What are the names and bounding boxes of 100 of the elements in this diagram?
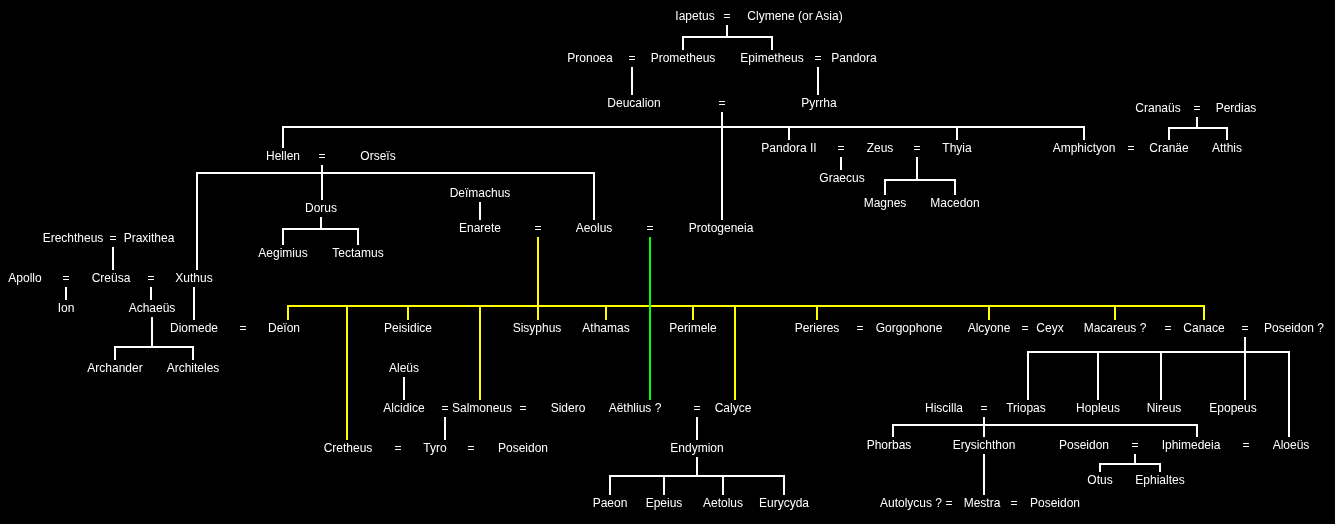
marriage-sign: = xyxy=(534,221,542,235)
person-name: Erechtheus xyxy=(42,231,104,245)
person-name: Aetolus xyxy=(703,496,743,510)
person-name: Thyia xyxy=(942,141,972,155)
marriage-sign: = xyxy=(109,231,117,245)
marriage-sign: = xyxy=(239,321,247,335)
person-name: Aegimius xyxy=(258,246,308,260)
family-line xyxy=(1244,336,1290,438)
person-name: Poseidon xyxy=(1059,438,1109,452)
family-line xyxy=(840,156,842,171)
person-name: Protogeneia xyxy=(688,221,754,235)
family-line xyxy=(65,286,67,301)
person-name: Hiscilla xyxy=(925,401,963,415)
person-name: Prometheus xyxy=(650,51,716,65)
marriage-sign: = xyxy=(723,9,731,23)
person-name: Sisyphus xyxy=(512,321,562,335)
marriage-sign: = xyxy=(1193,101,1201,115)
person-name: Ion xyxy=(57,301,75,315)
person-name: Phorbas xyxy=(866,438,912,452)
person-name: Calyce xyxy=(714,401,752,415)
family-line xyxy=(726,24,773,51)
person-name: Poseidon ? xyxy=(1264,321,1324,335)
person-name: Macareus ? xyxy=(1083,321,1147,335)
marriage-sign: = xyxy=(980,401,988,415)
person-name: Achaeüs xyxy=(128,301,176,315)
family-line xyxy=(321,164,595,221)
marriage-sign: = xyxy=(1127,141,1135,155)
person-name: Aeolus xyxy=(575,221,613,235)
family-line xyxy=(193,286,195,321)
person-name: Aloeüs xyxy=(1272,438,1310,452)
person-name: Autolycus ? xyxy=(880,496,942,510)
marriage-sign: = xyxy=(318,149,326,163)
marriage-sign: = xyxy=(1164,321,1172,335)
family-line xyxy=(479,201,481,221)
person-name: Aëthlius ? xyxy=(608,401,662,415)
person-name: Deïmachus xyxy=(449,186,511,200)
family-line xyxy=(1134,453,1161,473)
person-name: Orseïs xyxy=(360,149,396,163)
marriage-sign: = xyxy=(856,321,864,335)
marriage-sign: = xyxy=(718,96,726,110)
family-line xyxy=(721,111,723,221)
marriage-sign: = xyxy=(1131,438,1139,452)
person-name: Dorus xyxy=(305,201,337,215)
person-name: Iapetus xyxy=(675,9,715,23)
person-name: Tectamus xyxy=(332,246,384,260)
person-name: Poseidon xyxy=(1030,496,1080,510)
person-name: Perimele xyxy=(669,321,717,335)
person-name: Epeius xyxy=(645,496,683,510)
family-line xyxy=(817,66,819,96)
family-line xyxy=(696,456,785,496)
person-name: Amphictyon xyxy=(1052,141,1116,155)
marriage-sign: = xyxy=(837,141,845,155)
person-name: Pandora xyxy=(831,51,877,65)
person-name: Ceyx xyxy=(1036,321,1064,335)
marriage-sign: = xyxy=(646,221,654,235)
person-name: Nireus xyxy=(1146,401,1182,415)
marriage-sign: = xyxy=(519,401,527,415)
person-name: Praxithea xyxy=(123,231,175,245)
person-name: Atthis xyxy=(1212,141,1242,155)
person-name: Diomede xyxy=(170,321,218,335)
person-name: Aleüs xyxy=(389,361,419,375)
person-name: Archander xyxy=(87,361,143,375)
family-line xyxy=(320,216,359,246)
person-name: Paeon xyxy=(592,496,628,510)
person-name: Architeles xyxy=(166,361,220,375)
marriage-sign: = xyxy=(814,51,822,65)
person-name: Xuthus xyxy=(175,271,213,285)
marriage-sign: = xyxy=(394,441,402,455)
person-name: Pyrrha xyxy=(801,96,837,110)
person-name: Clymene (or Asia) xyxy=(747,9,843,23)
marriage-sign: = xyxy=(1010,496,1018,510)
person-name: Erysichthon xyxy=(952,438,1016,452)
marriage-sign: = xyxy=(441,401,449,415)
marriage-sign: = xyxy=(62,271,70,285)
person-name: Ephialtes xyxy=(1135,473,1185,487)
person-name: Gorgophone xyxy=(875,321,943,335)
marriage-sign: = xyxy=(1242,438,1250,452)
person-name: Macedon xyxy=(930,196,980,210)
person-name: Salmoneus xyxy=(452,401,512,415)
person-name: Hellen xyxy=(266,149,300,163)
family-line xyxy=(151,316,194,361)
person-name: Alcyone xyxy=(967,321,1011,335)
person-name: Cranaüs xyxy=(1135,101,1181,115)
person-name: Epimetheus xyxy=(740,51,804,65)
person-name: Athamas xyxy=(582,321,630,335)
marriage-sign: = xyxy=(628,51,636,65)
family-line xyxy=(403,376,405,401)
person-name: Eurycyda xyxy=(759,496,809,510)
person-name: Alcidice xyxy=(383,401,425,415)
person-name: Perdias xyxy=(1215,101,1257,115)
family-line xyxy=(150,286,152,301)
family-line xyxy=(631,66,633,96)
family-line xyxy=(649,236,651,401)
person-name: Perieres xyxy=(794,321,840,335)
person-name: Mestra xyxy=(963,496,1001,510)
person-name: Deucalion xyxy=(607,96,661,110)
person-name: Cretheus xyxy=(323,441,373,455)
person-name: Deïon xyxy=(268,321,300,335)
marriage-sign: = xyxy=(467,441,475,455)
person-name: Magnes xyxy=(863,196,907,210)
